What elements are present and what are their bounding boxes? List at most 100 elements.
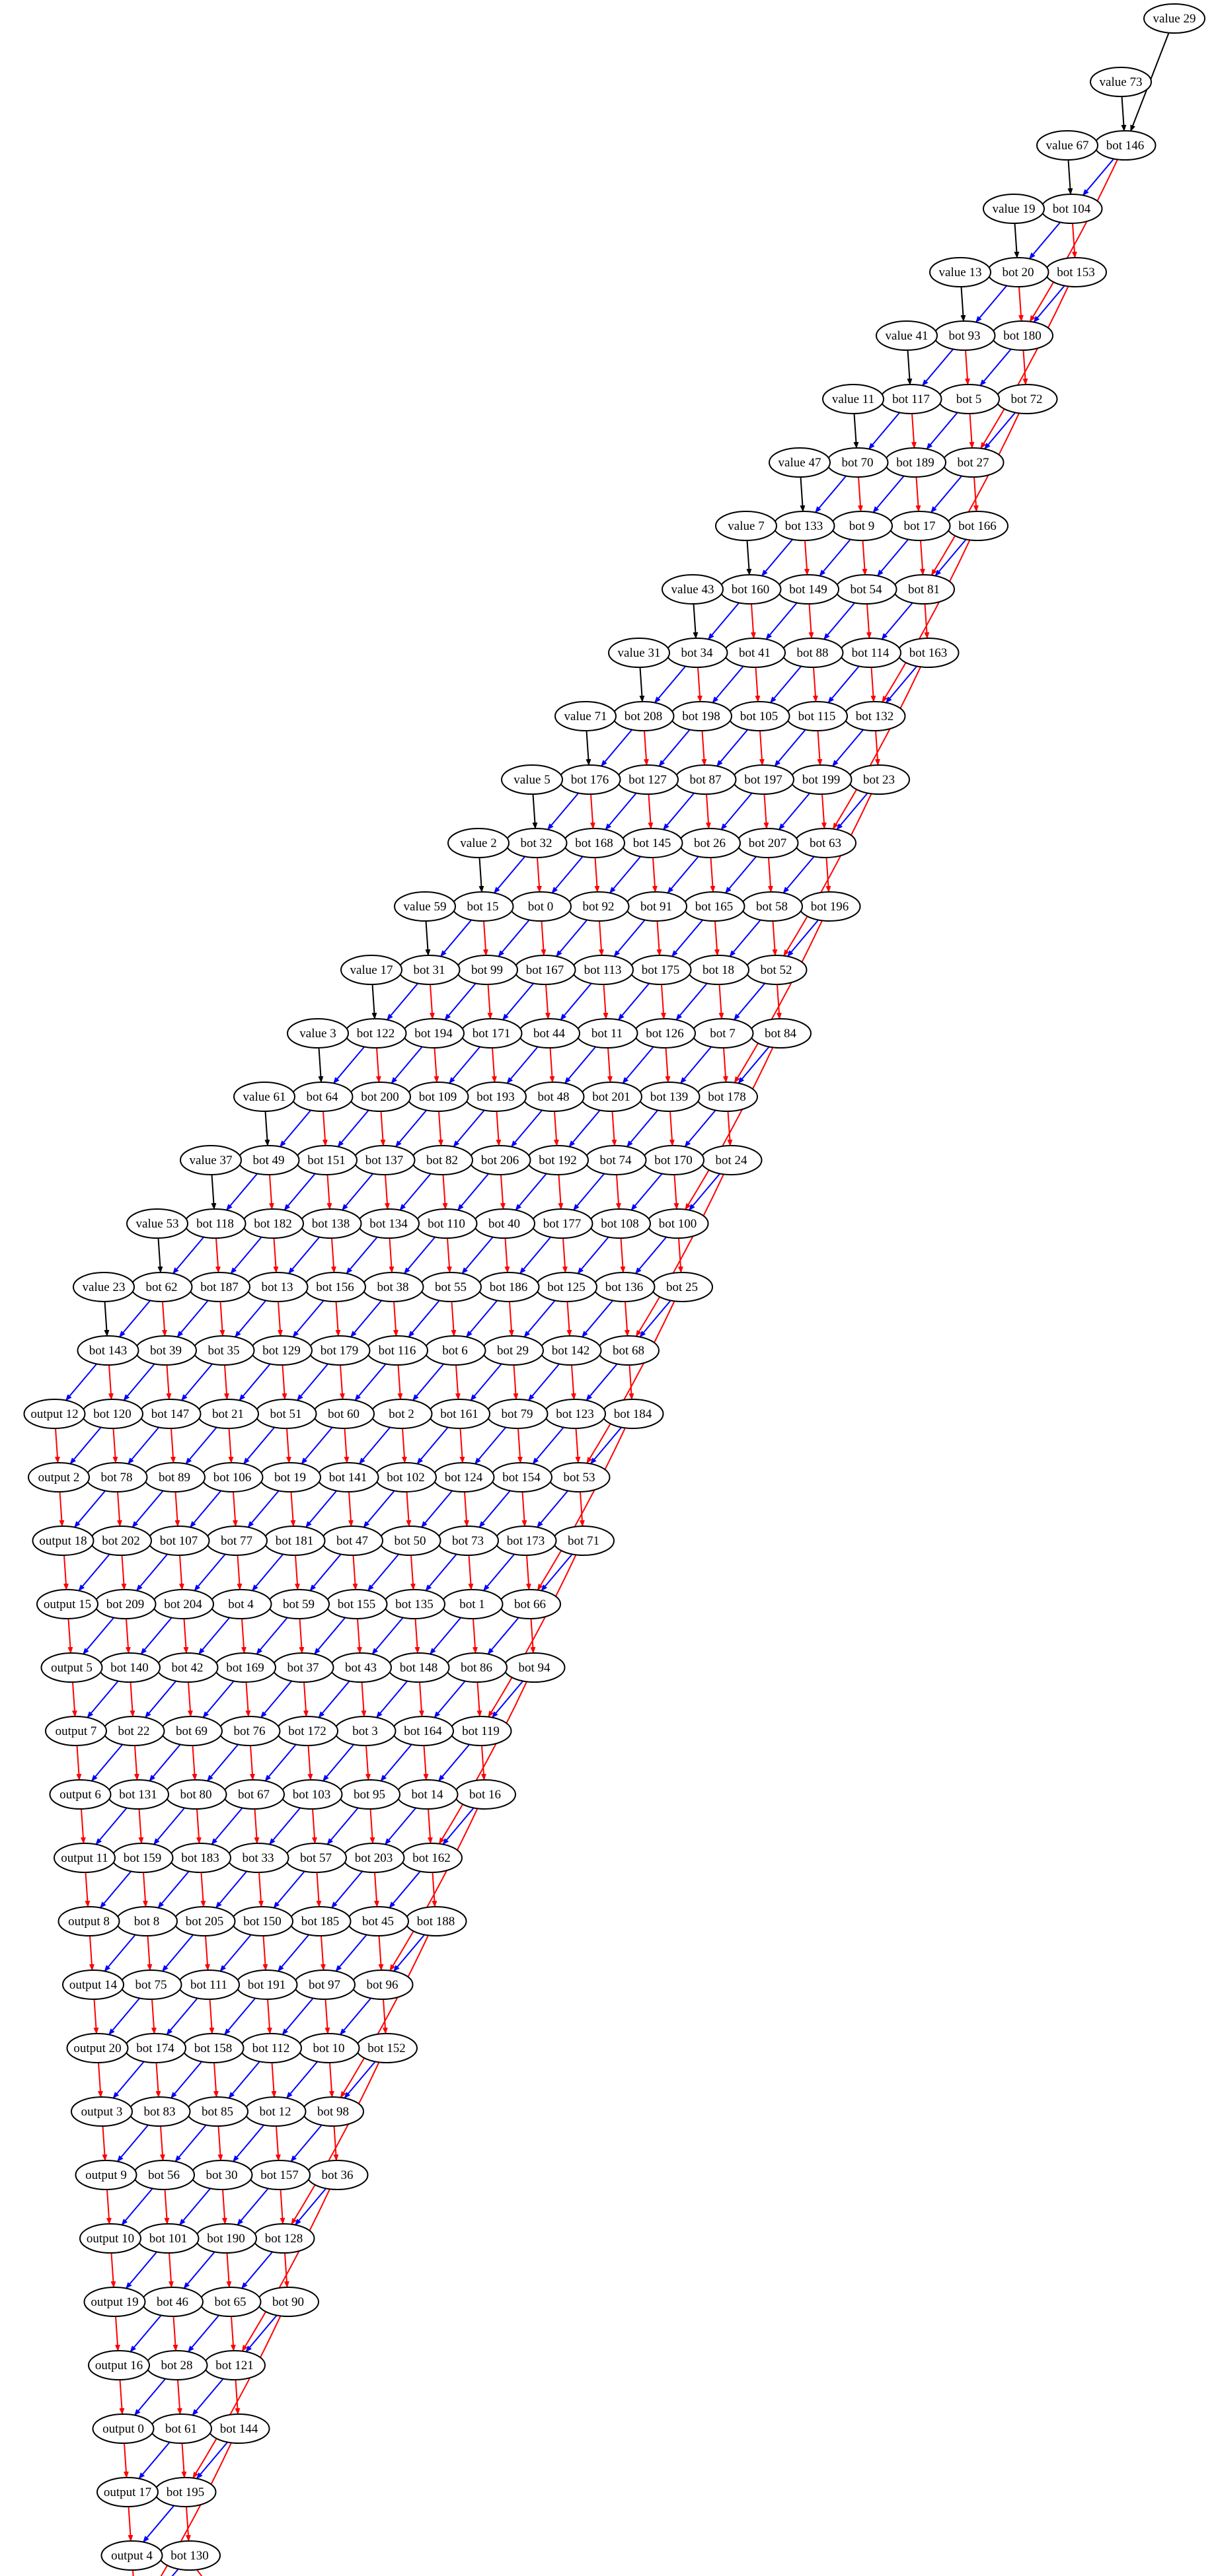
node-bot-24: bot 24: [700, 1145, 763, 1175]
node-bot-124: bot 124: [432, 1462, 495, 1492]
node-bot-30: bot 30: [190, 2160, 253, 2190]
node-label: bot 163: [909, 646, 948, 660]
edge-high-bot-17-to-bot-81: [919, 540, 925, 575]
node-bot-154: bot 154: [490, 1462, 552, 1492]
node-bot-68: bot 68: [597, 1335, 660, 1366]
edge-low-bot-101-to-output-19: [125, 2251, 158, 2289]
node-label: bot 75: [135, 1978, 167, 1992]
edge-high-bot-180-to-bot-72: [1022, 350, 1028, 385]
node-value-3: value 3: [287, 1018, 349, 1049]
node-output-14: output 14: [62, 1969, 124, 2000]
node-label: value 31: [618, 646, 661, 660]
edge-high-bot-138-to-bot-156: [330, 1237, 336, 1273]
edge-high-bot-38-to-bot-116: [393, 1301, 399, 1337]
edge-low-bot-116-to-bot-60: [354, 1363, 387, 1401]
edge-high-bot-128-to-bot-90: [284, 2252, 289, 2288]
edge-value-71-to-bot-176: [586, 730, 591, 766]
edge-low-bot-96-to-bot-10: [339, 1997, 372, 2036]
node-shape: [49, 1779, 112, 1810]
node-label: bot 168: [575, 836, 613, 850]
node-label: bot 118: [196, 1217, 234, 1231]
node-bot-111: bot 111: [178, 1969, 240, 2000]
node-shape: [45, 1716, 107, 1746]
edge-high-bot-69-to-bot-80: [192, 1745, 198, 1781]
edge-low-bot-19-to-bot-77: [247, 1490, 280, 1528]
edge-low-bot-126-to-bot-201: [622, 1046, 654, 1084]
edge-low-bot-207-to-bot-165: [724, 856, 757, 894]
node-output-10: output 10: [79, 2223, 141, 2254]
node-label: bot 68: [613, 1344, 644, 1358]
node-bot-84: bot 84: [749, 1018, 812, 1049]
node-bot-37: bot 37: [272, 1652, 334, 1683]
edge-low-bot-192-to-bot-40: [515, 1173, 547, 1211]
edge-high-bot-199-to-bot-63: [821, 793, 827, 829]
node-bot-34: bot 34: [665, 638, 728, 668]
edge-value-7-to-bot-160: [746, 540, 752, 575]
edge-high-bot-89-to-bot-107: [174, 1491, 180, 1527]
node-label: bot 86: [461, 1661, 492, 1675]
node-label: bot 130: [171, 2549, 209, 2563]
edge-high-bot-186-to-bot-29: [508, 1301, 514, 1337]
node-label: value 37: [190, 1154, 233, 1167]
node-bot-90: bot 90: [257, 2287, 319, 2317]
edge-low-bot-136-to-bot-142: [581, 1300, 614, 1338]
edge-high-bot-130-to-output-13: [196, 2569, 203, 2576]
node-label: bot 202: [102, 1534, 140, 1548]
edge-high-bot-117-to-bot-189: [911, 413, 917, 449]
edge-low-bot-206-to-bot-110: [457, 1173, 490, 1211]
node-label: bot 122: [357, 1027, 395, 1041]
edge-high-bot-39-to-bot-147: [166, 1364, 172, 1400]
node-bot-88: bot 88: [781, 638, 844, 668]
edge-low-bot-86-to-bot-164: [434, 1680, 466, 1718]
edge-high-bot-44-to-bot-48: [549, 1047, 555, 1083]
node-bot-100: bot 100: [646, 1208, 709, 1239]
node-label: bot 54: [850, 583, 882, 597]
node-bot-39: bot 39: [135, 1335, 197, 1366]
edge-high-bot-116-to-bot-2: [397, 1364, 403, 1400]
edge-high-bot-49-to-bot-182: [268, 1174, 274, 1210]
node-shape: [769, 447, 831, 478]
node-value-71: value 71: [554, 701, 617, 731]
edge-low-bot-95-to-bot-57: [326, 1807, 359, 1845]
edge-low-bot-20-to-bot-93: [975, 285, 1008, 323]
node-bot-62: bot 62: [130, 1272, 193, 1302]
edge-high-bot-202-to-bot-209: [121, 1555, 127, 1590]
node-label: bot 183: [181, 1851, 219, 1865]
node-label: bot 104: [1053, 202, 1091, 216]
node-bot-89: bot 89: [143, 1462, 206, 1492]
node-label: bot 33: [242, 1851, 274, 1865]
node-bot-197: bot 197: [732, 764, 794, 795]
node-output-2: output 2: [28, 1462, 90, 1492]
edge-high-bot-0-to-bot-167: [541, 920, 547, 956]
node-shape: [32, 1526, 95, 1556]
node-label: bot 6: [442, 1344, 468, 1358]
node-label: bot 65: [214, 2295, 246, 2309]
edge-low-bot-8-to-output-14: [104, 1934, 136, 1972]
node-shape: [75, 2160, 137, 2190]
node-output-11: output 11: [54, 1843, 116, 1873]
node-bot-147: bot 147: [139, 1399, 202, 1429]
node-output-4: output 4: [100, 2540, 163, 2571]
node-label: bot 34: [681, 646, 713, 660]
node-label: bot 22: [118, 1724, 149, 1738]
node-value-67: value 67: [1036, 130, 1098, 161]
node-label: bot 24: [715, 1154, 747, 1167]
edge-low-bot-112-to-bot-85: [228, 2061, 260, 2099]
edge-low-bot-64-to-bot-49: [279, 1109, 312, 1148]
node-shape: [287, 1018, 349, 1049]
edge-low-bot-185-to-bot-191: [277, 1934, 310, 1972]
node-label: bot 93: [948, 329, 980, 343]
edge-high-bot-118-to-bot-187: [215, 1237, 221, 1273]
node-label: bot 180: [1003, 329, 1042, 343]
edge-high-bot-92-to-bot-113: [598, 920, 604, 956]
edge-high-output-9-to-output-10: [106, 2189, 112, 2225]
edge-high-bot-108-to-bot-136: [620, 1237, 626, 1273]
node-label: output 17: [104, 2485, 151, 2499]
edge-high-bot-37-to-bot-172: [303, 1681, 309, 1717]
node-label: bot 141: [329, 1471, 367, 1485]
edge-high-bot-189-to-bot-17: [915, 476, 921, 512]
node-label: value 3: [299, 1027, 336, 1041]
node-label: bot 164: [404, 1724, 442, 1738]
node-label: output 14: [69, 1978, 118, 1992]
node-label: output 5: [51, 1661, 93, 1675]
